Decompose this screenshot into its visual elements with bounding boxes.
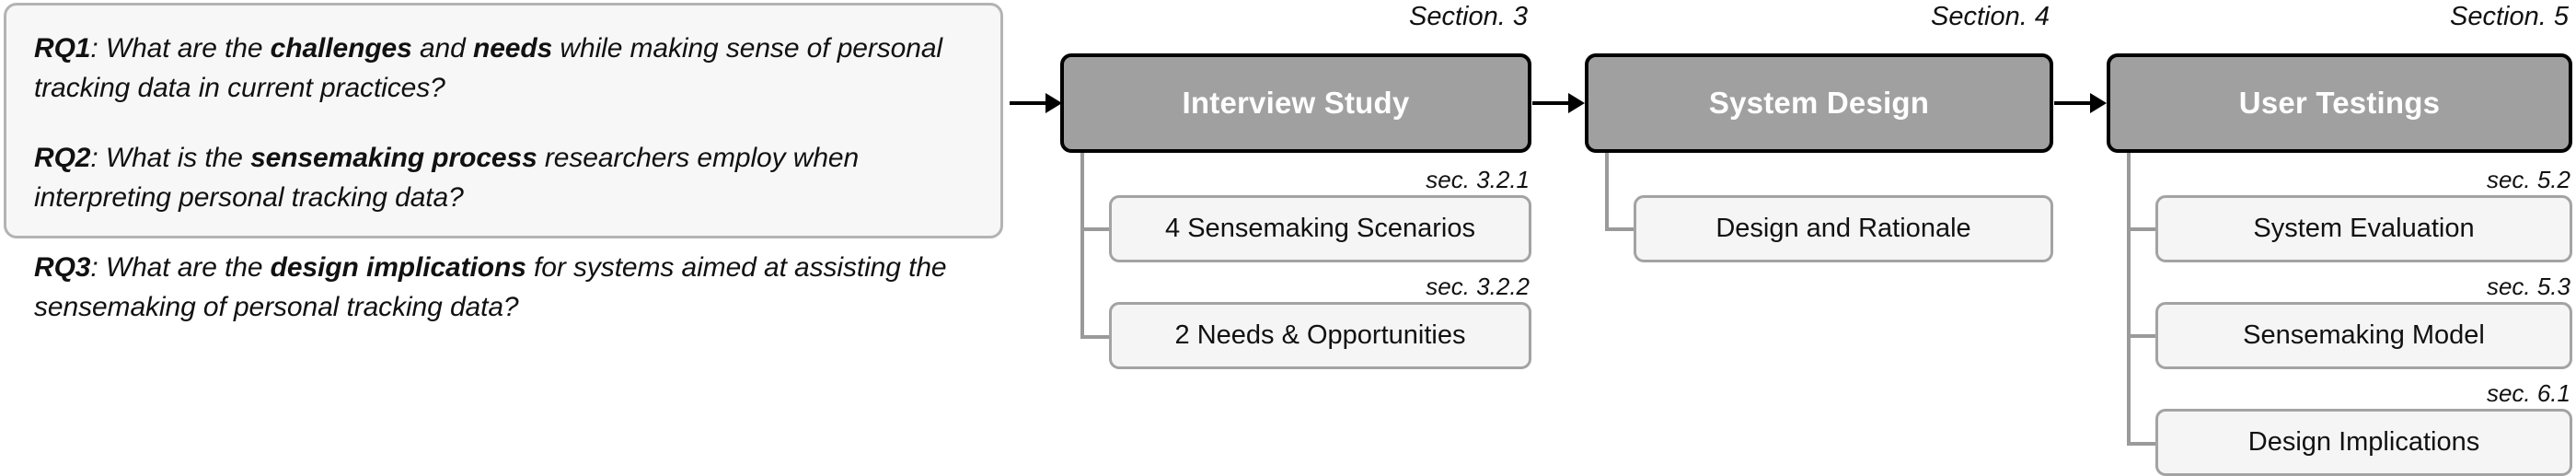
research-question-rq3: RQ3: What are the design implications fo… [34,249,973,327]
research-question-rq1: RQ1: What are the challenges and needs w… [34,29,973,108]
sub-item-design-implications: sec. 6.1 Design Implications [2155,379,2572,476]
stage-title-user-testings: User Testings [2238,86,2441,120]
arrow-system-design-to-user-testings [2054,93,2107,113]
arrow-head [1045,93,1062,113]
arrow-head [1568,93,1585,113]
sub-box-sensemaking-scenarios[interactable]: 4 Sensemaking Scenarios [1109,195,1531,262]
section-label-system-design: Section. 4 [1931,2,2050,31]
rq3-body: : What are the design implications for s… [34,252,947,322]
sub-item-system-evaluation: sec. 5.2 System Evaluation [2155,166,2572,262]
tree-branch-interview-1 [1080,227,1112,231]
rq3-tag: RQ3 [34,252,91,284]
section-label-user-testings: Section. 5 [2450,2,2569,31]
tree-trunk-interview-study [1080,153,1084,339]
sub-label-sec-6-1: sec. 6.1 [2486,379,2570,407]
tree-branch-user-testings-2 [2127,334,2158,338]
sub-box-design-implications[interactable]: Design Implications [2155,409,2572,476]
section-label-interview-study: Section. 3 [1409,2,1528,31]
sub-text-sensemaking-scenarios: 4 Sensemaking Scenarios [1165,214,1475,243]
stage-box-user-testings[interactable]: User Testings [2107,53,2572,153]
tree-trunk-user-testings [2127,153,2131,446]
sub-item-design-and-rationale: Design and Rationale [1634,195,2053,262]
stage-title-interview-study: Interview Study [1182,86,1410,120]
arrow-shaft [2054,101,2096,105]
sub-text-needs-opportunities: 2 Needs & Opportunities [1174,320,1466,350]
stage-title-system-design: System Design [1708,86,1930,120]
sub-item-needs-opportunities: sec. 3.2.2 2 Needs & Opportunities [1109,273,1531,369]
tree-trunk-system-design [1605,153,1609,231]
sub-box-design-and-rationale[interactable]: Design and Rationale [1634,195,2053,262]
tree-branch-interview-2 [1080,335,1112,339]
tree-branch-user-testings-1 [2127,227,2158,231]
sub-box-needs-opportunities[interactable]: 2 Needs & Opportunities [1109,302,1531,369]
arrow-shaft [1010,101,1051,105]
sub-text-sensemaking-model: Sensemaking Model [2243,320,2485,350]
sub-box-system-evaluation[interactable]: System Evaluation [2155,195,2572,262]
tree-branch-system-design-1 [1605,227,1636,231]
sub-box-sensemaking-model[interactable]: Sensemaking Model [2155,302,2572,369]
tree-branch-user-testings-3 [2127,442,2158,446]
research-question-rq2: RQ2: What is the sensemaking process res… [34,139,973,217]
sub-label-sec-3-2-2: sec. 3.2.2 [1426,273,1530,300]
arrow-head [2090,93,2107,113]
sub-text-design-implications: Design Implications [2247,427,2480,457]
sub-item-sensemaking-scenarios: sec. 3.2.1 4 Sensemaking Scenarios [1109,166,1531,262]
sub-label-sec-3-2-1: sec. 3.2.1 [1426,166,1530,193]
arrow-interview-study-to-system-design [1532,93,1585,113]
rq1-tag: RQ1 [34,33,91,64]
rq2-body: : What is the sensemaking process resear… [34,143,860,213]
sub-text-design-and-rationale: Design and Rationale [1715,214,1971,243]
stage-box-system-design[interactable]: System Design [1585,53,2053,153]
sub-label-sec-5-3: sec. 5.3 [2486,273,2570,300]
arrow-shaft [1532,101,1574,105]
stage-box-interview-study[interactable]: Interview Study [1060,53,1531,153]
research-questions-panel: RQ1: What are the challenges and needs w… [4,3,1003,322]
sub-label-sec-5-2: sec. 5.2 [2486,166,2570,193]
sub-item-sensemaking-model: sec. 5.3 Sensemaking Model [2155,273,2572,369]
rq2-tag: RQ2 [34,143,91,174]
rq1-body: : What are the challenges and needs whil… [34,33,942,103]
arrow-rq-to-interview-study [1010,93,1062,113]
sub-text-system-evaluation: System Evaluation [2253,214,2475,243]
